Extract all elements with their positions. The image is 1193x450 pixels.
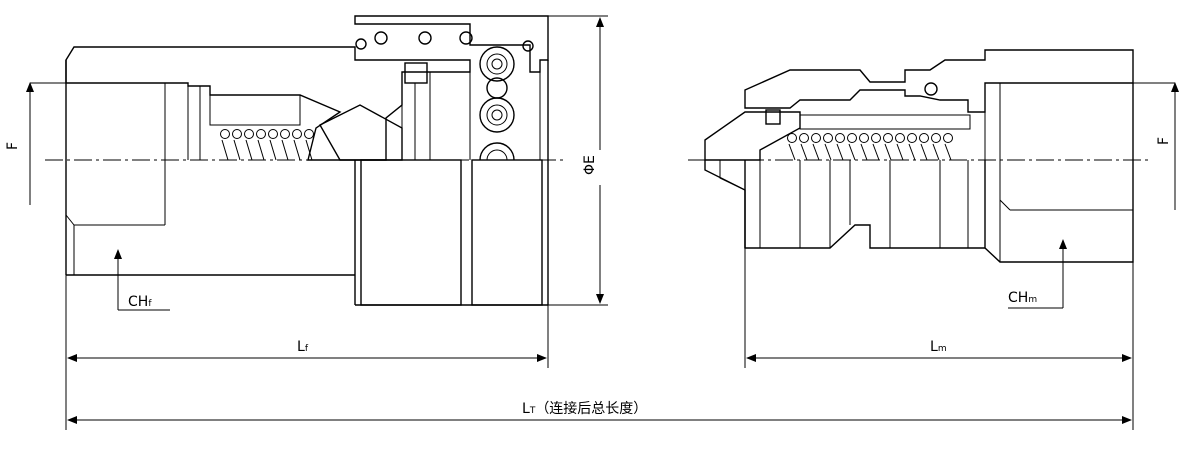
sleeve-ball [418,31,432,45]
female-valve-seat [319,104,403,161]
female-sleeve-top [354,15,549,73]
locking-balls [479,46,515,161]
label-l-t: LT（连接后总长度） [522,400,647,417]
label-f-right: F [1156,137,1172,145]
dim-l-m: Lm [744,248,1134,430]
dim-phi-e: ΦE [548,15,608,306]
male-body-section [744,49,1134,113]
sleeve-ball [374,31,388,45]
dim-ch-f: CHf [114,249,170,311]
dim-l-f: Lf [65,275,549,430]
dim-f-left: F [5,82,66,205]
label-phi-e: ΦE [582,155,598,175]
male-oring [765,109,781,125]
female-coupler [65,15,549,306]
male-spring [787,114,971,161]
female-oring [404,62,428,84]
female-body-section [65,46,471,161]
label-ch-m: CHm [1008,290,1037,306]
sleeve-ball [522,40,534,52]
male-nose-section [704,111,801,161]
male-check-ball [924,82,938,96]
female-spring [209,94,314,161]
label-f-left: F [5,142,21,150]
knurl-band-right [471,159,543,306]
dim-f-right: F [1133,82,1179,210]
male-plug [704,49,1134,263]
sleeve-ball [355,38,367,50]
dim-ch-m: CHm [1008,239,1067,309]
dim-l-t: LT（连接后总长度） [67,400,1132,424]
label-l-m: Lm [930,339,947,355]
label-l-f: Lf [297,339,309,355]
label-ch-f: CHf [128,294,152,310]
knurl-band-left [360,159,462,306]
sleeve-ball [459,31,473,45]
